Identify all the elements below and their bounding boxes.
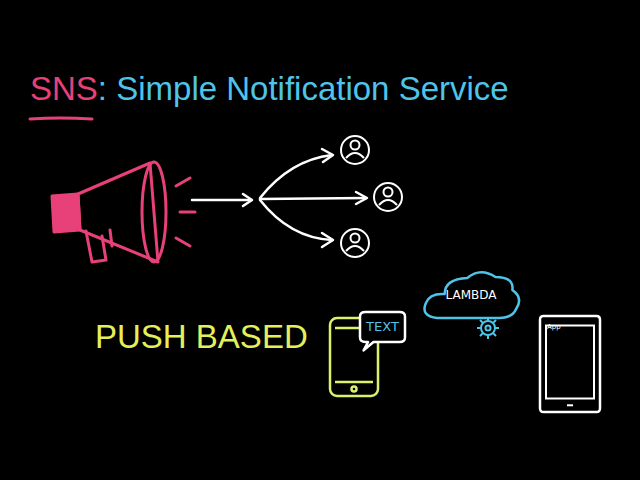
speech-bubble: TEXT bbox=[360, 312, 405, 342]
node-text: TEXT bbox=[366, 319, 399, 335]
cloud-path bbox=[424, 272, 519, 318]
tablet-screen bbox=[546, 326, 594, 399]
tablet-device: App bbox=[540, 316, 600, 412]
gear-icon bbox=[477, 317, 499, 339]
title-text: SNS bbox=[30, 70, 98, 108]
node-text: LAMBDA bbox=[446, 288, 497, 302]
node-text: App bbox=[547, 323, 561, 331]
fanout-arrow bbox=[192, 149, 367, 247]
user-icons bbox=[341, 136, 402, 257]
megaphone-icon bbox=[52, 162, 195, 262]
title-underline bbox=[30, 118, 92, 119]
tablet-button bbox=[567, 404, 573, 406]
lambda-cloud: LAMBDA bbox=[424, 270, 518, 320]
push-based-label: PUSH BASED bbox=[95, 318, 308, 356]
title-text: : Simple Notification Service bbox=[98, 70, 509, 108]
tablet-path bbox=[540, 316, 600, 412]
bubble-path bbox=[360, 312, 405, 350]
